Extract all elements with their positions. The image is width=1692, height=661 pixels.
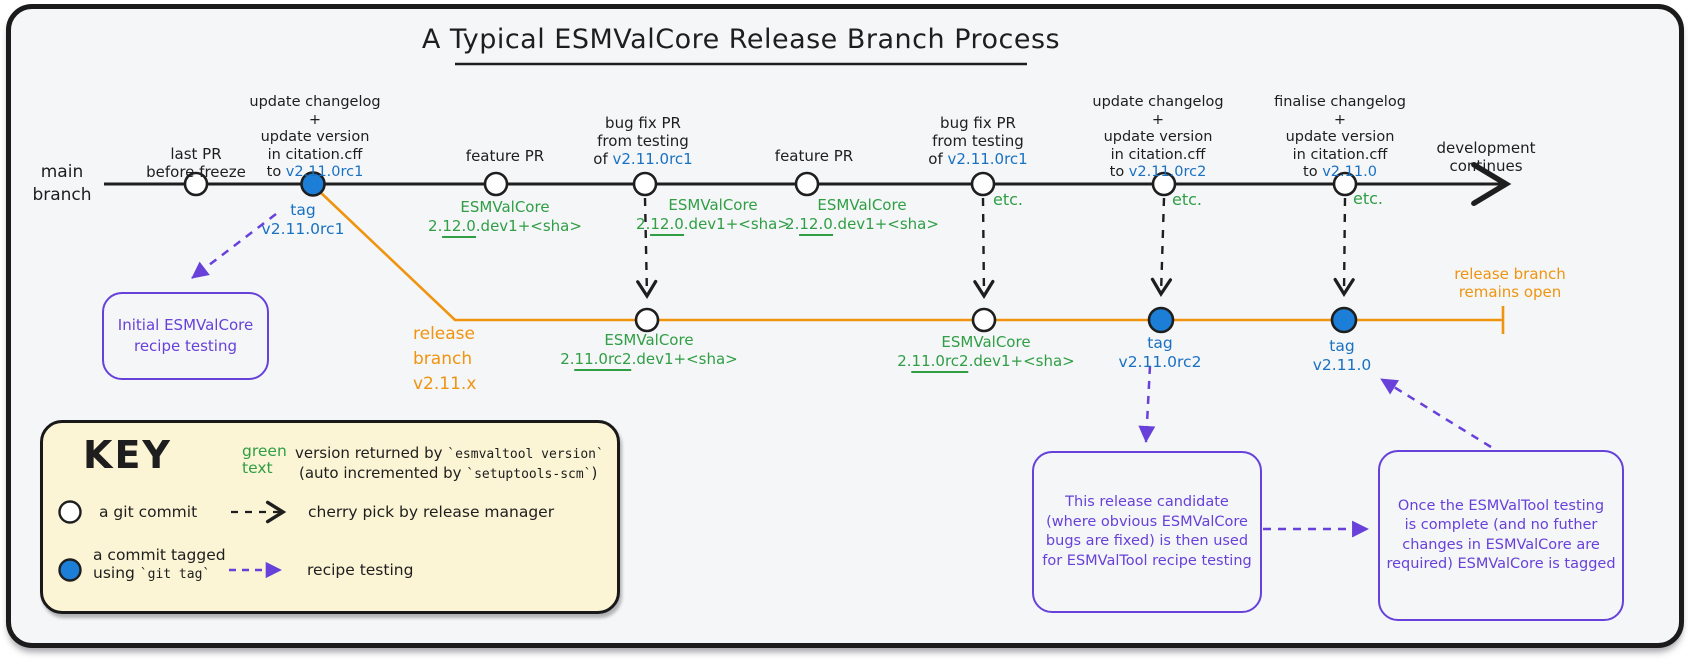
version-v2-11-0: v2.11.0	[1322, 164, 1377, 180]
version-v2-11-0rc2: v2.11.0rc2	[1128, 164, 1207, 180]
commit-bugfix-1	[632, 171, 658, 197]
label-tag-rc2: tag v2.11.0rc2	[1118, 334, 1202, 371]
release-commit-1	[634, 307, 660, 333]
key-green-desc-line2: (auto incremented by `setuptools-scm`)	[299, 464, 598, 482]
key-tagged-commit-label: a commit tagged using `git tag`	[93, 546, 226, 582]
recipe-testing-arrow-initial	[191, 213, 277, 279]
cherry-pick-arrow-2	[973, 197, 995, 300]
label-version-dev-1: ESMValCore 2.12.0.dev1+<sha>	[428, 198, 582, 238]
release-commit-tag-rc2	[1147, 306, 1175, 334]
version-v2-11-0rc1: v2.11.0rc1	[285, 164, 364, 180]
commit-feature-pr-1	[483, 171, 509, 197]
release-branch-remains-open-label: release branch remains open	[1454, 265, 1566, 301]
page-title: A Typical ESMValCore Release Branch Proc…	[421, 24, 1061, 55]
esmvaltool-testing-complete-box: Once the ESMValTool testing is complete …	[1378, 450, 1624, 621]
commit-bugfix-2	[970, 171, 996, 197]
label-version-dev-3: ESMValCore 2.12.0.dev1+<sha>	[785, 196, 939, 236]
label-version-dev-2: ESMValCore 2.12.0.dev1+<sha>	[636, 196, 790, 236]
label-feature-pr-2: feature PR	[774, 147, 854, 165]
key-recipe-testing-label: recipe testing	[307, 561, 414, 579]
label-etc-2: etc.	[1172, 190, 1202, 209]
key-cherry-pick-label: cherry pick by release manager	[308, 503, 555, 521]
label-update-changelog-rc1: update changelog + update version in cit…	[249, 94, 381, 180]
initial-recipe-testing-box: Initial ESMValCore recipe testing	[102, 292, 269, 380]
development-continues-label: development continues	[1436, 139, 1536, 175]
label-etc-1: etc.	[993, 190, 1023, 209]
commit-tag-rc1	[300, 171, 326, 197]
key-green-desc-line1: version returned by `esmvaltool version`	[295, 444, 604, 462]
cherry-pick-arrow-4	[1333, 197, 1355, 298]
cherry-pick-arrow-1	[636, 197, 658, 300]
key-tagged-commit-icon	[58, 558, 82, 582]
label-last-pr: last PR before freeze	[146, 145, 246, 181]
release-candidate-box: This release candidate (where obvious ES…	[1032, 451, 1262, 613]
arrow-once-to-tag	[1380, 377, 1492, 449]
commit-finalise	[1332, 171, 1358, 197]
key-heading: KEY	[83, 433, 172, 477]
label-version-rc2-dev-1: ESMValCore 2.11.0rc2.dev1+<sha>	[560, 331, 738, 371]
release-commit-tag-final	[1330, 306, 1358, 334]
cherry-pick-arrow-3	[1150, 197, 1173, 298]
label-tag-rc1: tag v2.11.0rc1	[261, 201, 345, 238]
release-commit-2	[971, 307, 997, 333]
label-etc-3: etc.	[1353, 189, 1383, 208]
key-commit-icon	[58, 500, 82, 524]
label-version-rc2-dev-2: ESMValCore 2.11.0rc2.dev1+<sha>	[897, 333, 1075, 373]
commit-feature-pr-2	[794, 171, 820, 197]
label-bugfix-2: bug fix PR from testing of v2.11.0rc1	[928, 114, 1028, 168]
key-legend-box: KEY green text version returned by `esmv…	[40, 420, 620, 614]
label-update-changelog-rc2: update changelog + update version in cit…	[1092, 94, 1224, 180]
key-green-text-label: green text	[242, 442, 287, 477]
label-bugfix-1: bug fix PR from testing of v2.11.0rc1	[593, 114, 693, 168]
key-graphics	[58, 500, 287, 582]
main-branch-label: main branch	[32, 162, 92, 205]
label-feature-pr-1: feature PR	[465, 147, 545, 165]
key-git-commit-label: a git commit	[99, 503, 198, 521]
label-finalise-changelog: finalise changelog + update version in c…	[1274, 94, 1406, 180]
label-tag-final: tag v2.11.0	[1312, 337, 1372, 374]
commit-last-pr	[183, 171, 209, 197]
release-branch-label: release branch v2.11.x	[413, 324, 477, 394]
commit-update-rc2	[1151, 171, 1177, 197]
recipe-testing-arrow-rc2	[1138, 365, 1156, 443]
